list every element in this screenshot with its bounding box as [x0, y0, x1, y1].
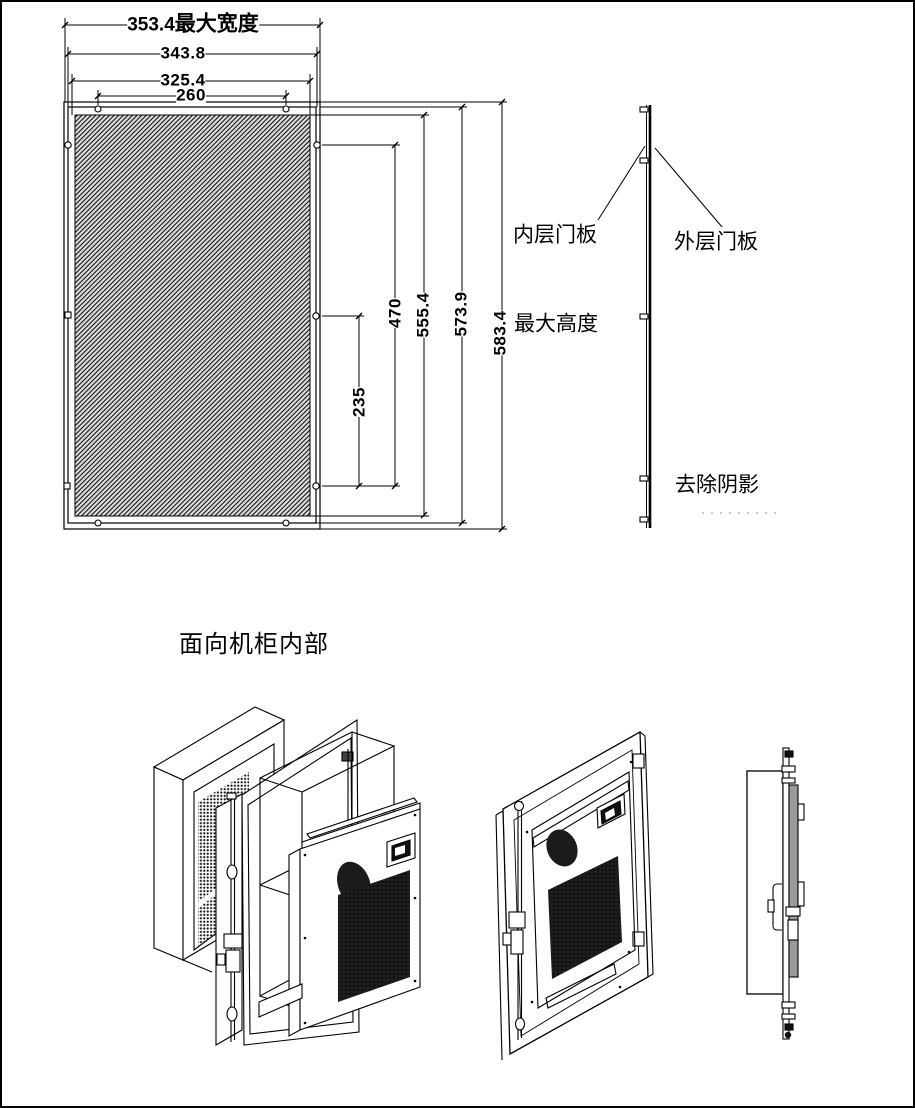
- inner-panel-label: 内层门板: [513, 223, 597, 247]
- remove-shadow-note: 去除阴影: [675, 473, 759, 497]
- front-door-unit: [258, 797, 421, 1037]
- dim-235: 235: [349, 387, 369, 417]
- vent-grille: [338, 870, 410, 1002]
- dim-573: 573.9: [451, 291, 471, 337]
- front-view-drawing: [63, 101, 321, 530]
- outer-panel-leader: [654, 147, 723, 228]
- screws: [303, 813, 417, 1025]
- profile-handle: [767, 883, 782, 931]
- mechanism-strip: [788, 784, 799, 978]
- assembled-view-drawing: [495, 730, 654, 1061]
- lock-rod-panel: [215, 792, 243, 1046]
- dim-470: 470: [385, 298, 405, 328]
- door-handle: [386, 832, 416, 868]
- dim-325: 325.4: [160, 70, 206, 90]
- side-view-drawing: [597, 105, 777, 528]
- bottom-rail: [258, 983, 303, 1018]
- dim-max-width: 353.4最大宽度: [127, 12, 259, 36]
- hinge-tabs: [639, 106, 649, 523]
- dim-260: 260: [176, 85, 206, 105]
- max-height-label: 最大高度: [514, 312, 598, 336]
- outer-panel-label: 外层门板: [674, 230, 758, 254]
- lock-rod: [502, 800, 526, 1040]
- door-handle: [596, 793, 626, 829]
- fan-cutout: [546, 829, 578, 867]
- vent-grille: [548, 856, 622, 979]
- inner-panel-leader: [597, 145, 646, 221]
- mounting-holes: [63, 105, 321, 527]
- bottom-slot: [545, 963, 617, 1009]
- screws: [525, 760, 633, 1004]
- view-caption: 面向机柜内部: [179, 631, 329, 658]
- dim-343: 343.8: [160, 43, 206, 63]
- profile-view-drawing: [746, 747, 805, 1040]
- dim-max-height-value: 583.4: [490, 310, 510, 356]
- exploded-view-drawing: [152, 706, 421, 1046]
- dim-555: 555.4: [413, 292, 433, 338]
